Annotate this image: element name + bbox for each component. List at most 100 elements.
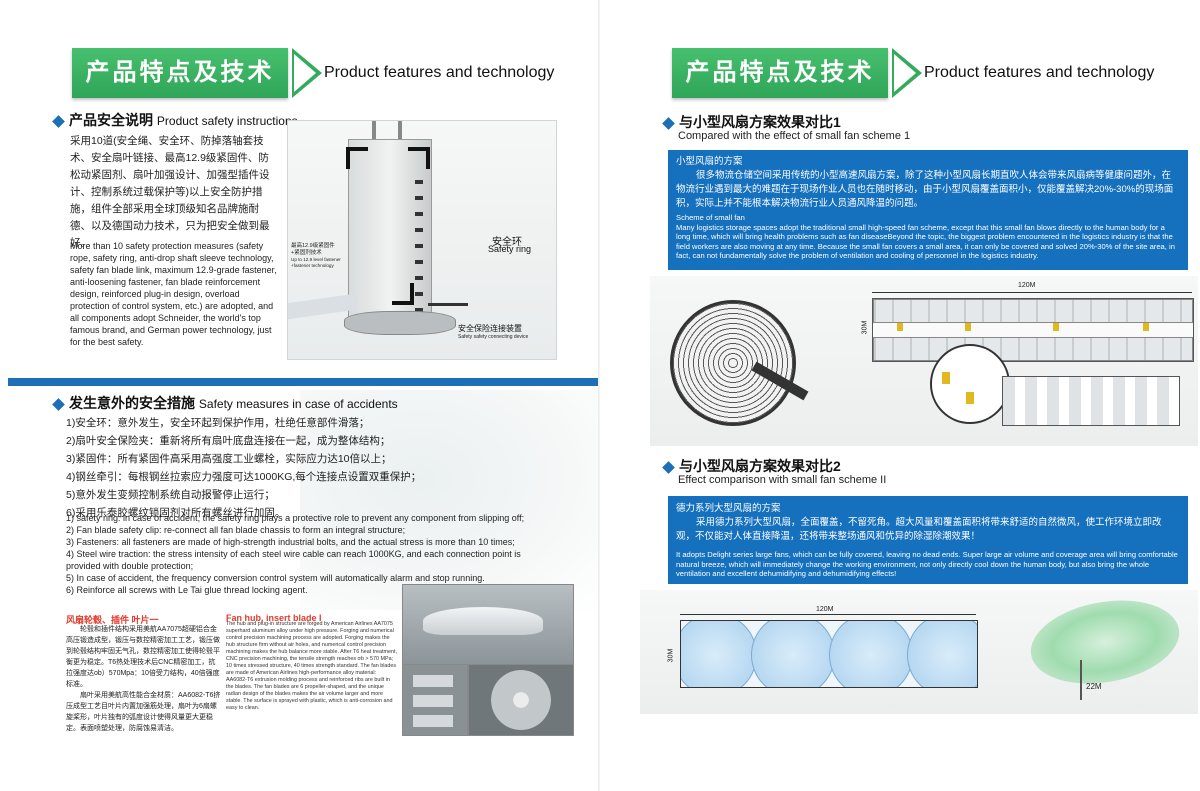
- scheme1-diagram: 120M 30M: [650, 276, 1198, 446]
- wall-fan-icon: [670, 300, 796, 426]
- label-connect-cn: 安全保险连接装置: [458, 324, 522, 333]
- accident-item-en: 2) Fan blade safety clip: re-connect all…: [66, 525, 406, 535]
- blade-profile: [423, 607, 543, 635]
- mount-rod: [372, 121, 376, 139]
- accident-item-cn: 5)意外发生变频控制系统自动报警停止运行；: [66, 489, 275, 501]
- cabinet-vents: [415, 180, 423, 320]
- accident-item-en: 6) Reinforce all screws with Le Tai glue…: [66, 585, 308, 595]
- scheme1-panel-body-cn: 很多物流仓储空间采用传统的小型高速风扇方案，除了这种小型风扇长期直吹人体会带来风…: [676, 170, 1174, 209]
- dimension-line: [680, 614, 976, 615]
- right-page: 产品特点及技术 Product features and technology …: [600, 0, 1200, 791]
- left-header-arrow-inner: [294, 54, 316, 92]
- scheme2-dim-height: 30M: [667, 648, 675, 663]
- accident-item-cn: 6)采用乐泰胶螺纹锁固剂对所有螺丝进行加固。: [66, 507, 286, 519]
- left-page: 产品特点及技术 Product features and technology …: [8, 48, 600, 736]
- label-ring-en: Safety ring: [488, 244, 532, 254]
- scheme1-panel-body-en: Many logistics storage spaces adopt the …: [676, 222, 1175, 261]
- safety-instructions-body-cn: 采用10道(安全绳、安全环、防掉落轴套技术、安全扇叶链接、最高12.9级紧固件、…: [70, 135, 270, 249]
- bracket-corner: [346, 147, 368, 169]
- scheme1-dim-width: 120M: [1018, 282, 1036, 289]
- warehouse-plan-large-fans: [680, 620, 978, 688]
- scheme1-title-cn: 与小型风扇方案效果对比1: [679, 114, 841, 130]
- safety-instructions-heading: 产品安全说明 Product safety instructions: [52, 110, 298, 130]
- label-fastener-en: Up to 12.9 level fastener +fastener tech…: [291, 257, 341, 268]
- plugin-part: [413, 715, 453, 727]
- pointer-line: [428, 303, 468, 306]
- scheme2-heading: 与小型风扇方案效果对比2: [662, 456, 841, 476]
- scheme1-heading: 与小型风扇方案效果对比1: [662, 112, 841, 132]
- fan-hub-title-en: Fan hub, insert blade I: [226, 613, 322, 623]
- fan-row: [873, 299, 1193, 323]
- worker-icon: [1143, 323, 1149, 331]
- accident-item-en: 3) Fasteners: all fasteners are made of …: [66, 537, 515, 547]
- scheme2-dim-width: 120M: [816, 606, 834, 613]
- left-header-title-cn: 产品特点及技术: [72, 48, 288, 98]
- scheme2-title-en: Effect comparison with small fan scheme …: [678, 474, 887, 486]
- mount-rod: [398, 121, 402, 139]
- accident-item-cn: 2)扇叶安全保险夹：重新将所有扇叶底盘连接在一起，成为整体结构；: [66, 435, 391, 447]
- warehouse-plan: [872, 298, 1194, 362]
- right-header-title-cn: 产品特点及技术: [672, 48, 888, 98]
- accident-item-cn: 3)紧固件：所有紧固件高采用高强度工业螺栓，实际应力达10倍以上；: [66, 453, 392, 465]
- bracket-corner: [392, 283, 414, 305]
- left-header-title-en: Product features and technology: [324, 64, 555, 81]
- bracket-corner: [408, 147, 430, 169]
- fan-height-line: [1080, 660, 1082, 700]
- large-fan-coverage: [751, 621, 835, 687]
- scheme2-title-cn: 与小型风扇方案效果对比2: [679, 458, 841, 474]
- zoom-detail-strip: [1002, 376, 1180, 426]
- accident-measures-list-cn: 1)安全环：意外发生，安全环起到保护作用，杜绝任意部件滑落； 2)扇叶安全保险夹…: [66, 414, 516, 522]
- fan-hub-body-cn: 轮毂和插件结构采用美航AA7075超硬铝合金高压锻造成型，锻压与数控精密加工工艺…: [66, 624, 222, 734]
- fan-hub-title-cn: 风扇轮毂、插件 叶片一: [66, 615, 159, 625]
- scheme1-title-en: Compared with the effect of small fan sc…: [678, 130, 911, 142]
- label-ring-cn: 安全环: [492, 237, 522, 248]
- scheme1-panel-title-cn: 小型风扇的方案: [676, 156, 743, 167]
- accident-measures-heading: 发生意外的安全措施 Safety measures in case of acc…: [52, 393, 398, 413]
- worker-icon: [966, 392, 974, 404]
- scheme2-panel-body-en: It adopts Delight series large fans, whi…: [676, 550, 1178, 578]
- accident-item-cn: 4)钢丝牵引：每根钢丝拉索应力强度可达1000KG,每个连接点设置双重保护；: [66, 471, 422, 483]
- diamond-bullet-icon: [662, 116, 675, 130]
- background-fan-image: [300, 390, 600, 610]
- plugin-part: [413, 675, 453, 687]
- fan-hub-body-en: The hub and plug-in structure are forged…: [226, 621, 397, 711]
- large-fan-coverage: [681, 621, 757, 687]
- accident-item-cn: 1)安全环：意外发生，安全环起到保护作用，杜绝任意部件滑落；: [66, 417, 370, 429]
- diamond-bullet-icon: [52, 397, 65, 411]
- label-fastener-cn: 最高12.9级紧固件 +紧固剂技术: [291, 243, 335, 256]
- control-cabinet: [348, 139, 432, 329]
- safety-instructions-title-en: Product safety instructions: [156, 114, 298, 128]
- diamond-bullet-icon: [662, 460, 675, 474]
- plugin-parts-photo: [402, 664, 468, 736]
- scheme2-dim-fan: 22M: [1086, 682, 1102, 691]
- worker-icon: [897, 323, 903, 331]
- safety-instructions-title-cn: 产品安全说明: [69, 112, 153, 128]
- blade-profile-photo: [402, 584, 574, 666]
- right-header-title-en: Product features and technology: [924, 64, 1155, 81]
- fan-hub-body-cn-1: 轮毂和插件结构采用美航AA7075超硬铝合金高压锻造成型，锻压与数控精密加工工艺…: [66, 626, 220, 688]
- accident-item-en: 4) Steel wire traction: the stress inten…: [66, 549, 521, 571]
- dimension-line: [872, 292, 1192, 293]
- accident-measures-title-en: Safety measures in case of accidents: [198, 397, 398, 411]
- fan-row: [873, 337, 1193, 361]
- worker-icon: [1053, 323, 1059, 331]
- scheme1-dim-height: 30M: [861, 320, 869, 335]
- fan-motor-photo: 最高12.9级紧固件 +紧固剂技术 Up to 12.9 level faste…: [287, 120, 557, 360]
- right-header-arrow-inner: [894, 54, 916, 92]
- plugin-part: [413, 695, 453, 707]
- zoom-detail-circle: [930, 344, 1010, 424]
- hub-disc-photo: [468, 664, 574, 736]
- accident-item-en: 1) safety ring: in case of accident, the…: [66, 513, 525, 523]
- scheme2-panel-body-cn: 采用德力系列大型风扇，全面覆盖，不留死角。超大风量和覆盖面积将带来舒适的自然微风…: [676, 517, 1162, 542]
- hub-disc: [491, 670, 551, 730]
- accident-item-en: 5) In case of accident, the frequency co…: [66, 573, 485, 583]
- diamond-bullet-icon: [52, 114, 65, 128]
- section-divider-bar: [8, 378, 600, 386]
- scheme2-panel: 德力系列大型风扇的方案 采用德力系列大型风扇，全面覆盖，不留死角。超大风量和覆盖…: [668, 496, 1188, 584]
- scheme2-diagram: 120M 30M 22M: [640, 589, 1198, 714]
- large-fan-coverage: [829, 621, 913, 687]
- large-fan-coverage: [907, 621, 977, 687]
- fan-hub-body-cn-2: 扇叶采用美航高性能合金材质：AA6082-T6挤压成型工艺目叶片内置加强筋处理，…: [66, 692, 221, 732]
- accident-measures-title-cn: 发生意外的安全措施: [69, 395, 195, 411]
- scheme1-panel-title-en: Scheme of small fan: [676, 213, 745, 222]
